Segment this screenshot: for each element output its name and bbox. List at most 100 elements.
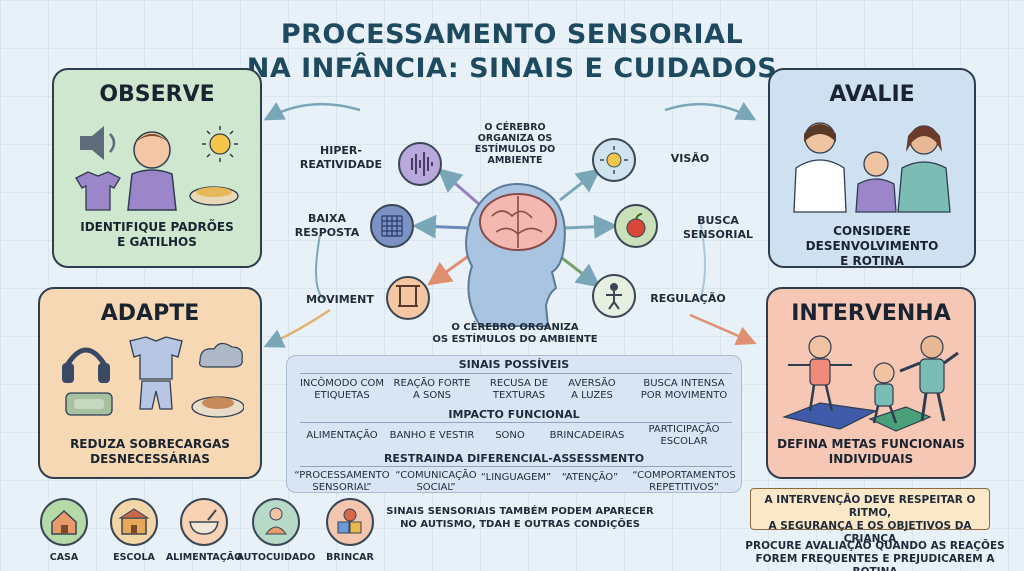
food-bowl-icon: [189, 186, 239, 206]
label-moviment: MOVIMENT: [306, 293, 374, 306]
card-observe: OBSERVE IDENTIFIQUE PADRÕES E GATILHOS: [52, 68, 262, 268]
context-autocuidado: [252, 498, 300, 546]
impacto-item: SONO: [495, 430, 525, 441]
impacto-title: IMPACTO FUNCIONAL: [448, 408, 580, 421]
footer-note: PROCURE AVALIAÇÃO QUANDO AS REAÇÕES FORE…: [745, 540, 1005, 571]
school-icon: [118, 508, 150, 535]
impacto-item: ALIMENTAÇÃO: [306, 430, 378, 441]
intervention-callout: [750, 488, 990, 530]
speaker-icon: [80, 126, 116, 160]
label-visao: VISÃO: [670, 152, 710, 165]
context-alimentacao: [180, 498, 228, 546]
context-autocuidado-label: AUTOCUIDADO: [236, 552, 316, 563]
sinais-title: SINAIS POSSÍVEIS: [458, 358, 570, 371]
node-visao: [592, 138, 636, 182]
pajamas-icon: [129, 336, 183, 410]
diferencial-title: RESTRAINDA DIFERENCIAL-ASSESSMENTO: [383, 452, 645, 465]
impacto-item: BANHO E VESTIR: [389, 430, 475, 441]
cloud-icon: [199, 342, 243, 368]
label-regulacao: REGULAÇÃO: [650, 292, 726, 305]
context-brincar: [326, 498, 374, 546]
node-baixa-resposta: [370, 204, 414, 248]
card-adapte-desc: REDUZA SOBRECARGAS DESNECESSÁRIAS: [70, 437, 230, 466]
toy-blocks-icon: [337, 508, 362, 534]
brain-icon: [479, 193, 557, 251]
center-bottom-caption: O CÉREBRO ORGANIZA OS ESTÍMULOS DO AMBIE…: [432, 322, 598, 345]
self-care-icon: [265, 507, 287, 535]
card-intervenha-title: INTERVENHA: [791, 301, 951, 326]
house-icon: [51, 509, 77, 535]
impacto-item: BRINCADEIRAS: [549, 430, 625, 441]
context-brincar-label: BRINCAR: [326, 552, 374, 563]
diferencial-item: “LINGUAGEM”: [480, 472, 552, 483]
headphones-icon: [62, 347, 110, 383]
adult-figure: [899, 335, 959, 422]
node-busca-sensorial: [614, 204, 658, 248]
intervention-callout-text: A INTERVENÇÃO DEVE RESPEITAR O RITMO, A …: [764, 494, 976, 545]
center-top-caption: O CÉREBRO ORGANIZA OS ESTÍMULOS DO AMBIE…: [474, 122, 556, 166]
card-observe-desc: IDENTIFIQUE PADRÕES E GATILHOS: [80, 220, 234, 249]
card-adapte-title: ADAPTE: [100, 301, 200, 326]
texture-grid-icon: [381, 215, 403, 237]
mat-icon: [781, 402, 932, 432]
parent-figure: [897, 125, 951, 213]
context-casa: [40, 498, 88, 546]
label-busca-sensorial: BUSCA SENSORIAL: [682, 214, 753, 241]
conditions-note: SINAIS SENSORIAIS TAMBÉM PODEM APARECER …: [386, 506, 654, 530]
context-alimentacao-label: ALIMENTAÇÃO: [165, 552, 243, 563]
sofa-icon: [65, 392, 113, 416]
context-escola-label: ESCOLA: [113, 552, 155, 563]
card-avalie-title: AVALIE: [829, 82, 915, 107]
card-avalie: AVALIE CONSIDERE DESENVOLVIMENTO E ROTIN…: [768, 68, 976, 268]
swing-icon: [396, 285, 420, 307]
context-casa-label: CASA: [49, 552, 79, 563]
title-line-1: PROCESSAMENTO SENSORIAL: [280, 19, 744, 50]
plate-food-icon: [191, 396, 244, 418]
avalie-illustration: [793, 122, 951, 213]
bowl-icon: [189, 509, 219, 535]
card-intervenha-desc: DEFINA METAS FUNCIONAIS INDIVIDUAIS: [777, 437, 965, 466]
title-line-2: NA INFÂNCIA: SINAIS E CUIDADOS: [246, 53, 778, 84]
node-moviment: [386, 276, 430, 320]
head-brain-illustration: [465, 183, 566, 327]
divider: [300, 373, 732, 374]
intervenha-illustration: [781, 335, 959, 432]
divider: [300, 466, 732, 467]
doctor-figure: [793, 122, 847, 213]
info-panel: [286, 355, 742, 493]
context-escola: [110, 498, 158, 546]
divider: [300, 422, 732, 423]
card-observe-title: OBSERVE: [99, 82, 215, 107]
person-balance-icon: [606, 283, 622, 310]
shirt-icon: [75, 171, 121, 211]
child-balance-figure: [788, 335, 852, 412]
child-figure: [127, 131, 177, 211]
card-intervenha: INTERVENHA DEFINA METAS FUNCIONAIS INDIV…: [766, 287, 976, 479]
label-baixa-resposta: BAIXA RESPOSTA: [294, 212, 360, 239]
sound-wave-icon: [411, 152, 433, 176]
card-avalie-desc: CONSIDERE DESENVOLVIMENTO E ROTINA: [805, 224, 939, 268]
node-hiperreatividade: [398, 142, 442, 186]
adapte-illustration: [62, 336, 244, 418]
sun-icon: [600, 146, 628, 174]
child-figure: [855, 151, 897, 213]
page-title: PROCESSAMENTO SENSORIAL NA INFÂNCIA: SIN…: [230, 18, 794, 86]
sun-icon: [202, 126, 238, 162]
card-adapte: ADAPTE REDUZA SOBRECARGAS DESNECESSÁRIAS: [38, 287, 262, 479]
node-regulacao: [592, 274, 636, 318]
diferencial-item: “ATENÇÃO”: [561, 472, 619, 483]
child-jumping-figure: [872, 362, 898, 424]
observe-illustration: [75, 126, 239, 211]
apple-icon: [626, 213, 646, 238]
label-hiperreatividade: HIPER- REATIVIDADE: [299, 144, 383, 171]
